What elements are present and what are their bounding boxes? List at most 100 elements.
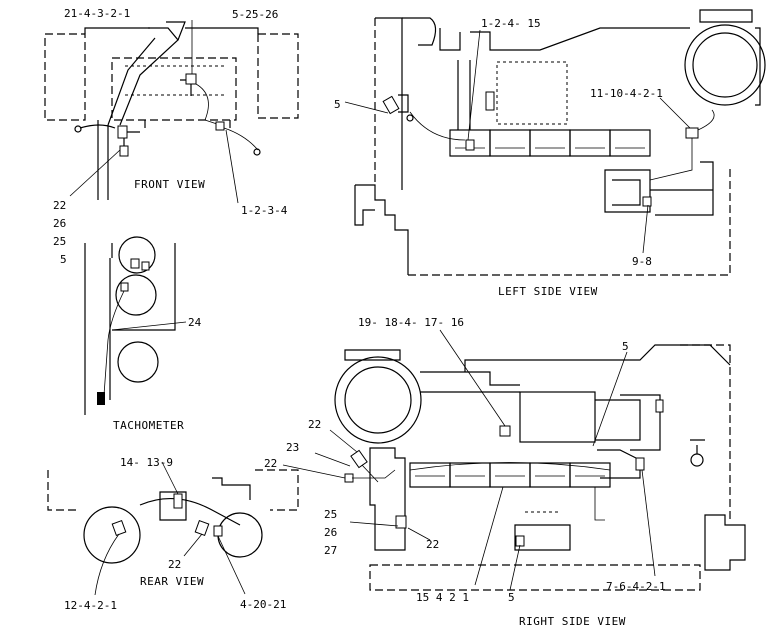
- tach-cable: [103, 290, 125, 396]
- right-cyl-1: [409, 462, 451, 488]
- right-callout-23: 23: [286, 441, 299, 454]
- rear-callout-14-13-9: 14- 13-9: [120, 456, 173, 469]
- leader-4-20-21: [217, 535, 246, 595]
- left-callout-1-2-4-15: 1-2-4- 15: [481, 17, 541, 30]
- right-starter: [514, 524, 571, 551]
- tach-sensor-b: [120, 282, 129, 292]
- rear-callout-22: 22: [168, 558, 181, 571]
- front-callout-1-2-3-4: 1-2-3-4: [241, 204, 288, 217]
- rear-view-title: REAR VIEW: [140, 575, 204, 588]
- front-connector-a: [117, 125, 128, 139]
- left-sensor-upper: [485, 91, 495, 111]
- front-engine-outline: [111, 57, 237, 121]
- front-callout-26: 26: [53, 217, 66, 230]
- rear-callout-4-20-21: 4-20-21: [240, 598, 286, 611]
- right-callout-7-6-4-2-1: 7-6-4-2-1: [606, 580, 666, 593]
- left-callout-5: 5: [334, 98, 341, 111]
- front-callout-5-25-26: 5-25-26: [232, 8, 278, 21]
- right-inner-block: [519, 391, 596, 443]
- left-turbo-outer: [684, 24, 766, 106]
- leader-22-front: [69, 149, 121, 197]
- leader-5-right: [592, 351, 628, 447]
- right-callout-26: 26: [324, 526, 337, 539]
- leader-19-18-4-17-16: [439, 329, 506, 427]
- left-sensor-11-10: [685, 127, 699, 139]
- front-connector-c: [215, 121, 225, 131]
- front-view-title: FRONT VIEW: [134, 178, 205, 191]
- left-cyl-3: [529, 129, 571, 157]
- front-sensor: [185, 73, 197, 85]
- right-sensor-25: [395, 515, 407, 529]
- right-sensor-19: [499, 425, 511, 437]
- front-pipe: [119, 27, 179, 126]
- left-filter: [604, 169, 651, 213]
- leader-5-left: [344, 101, 389, 114]
- right-side-view: 19- 18-4- 17- 16 5 22 23 22 25 26 27 22 …: [264, 316, 746, 628]
- right-cyl-2: [449, 462, 491, 488]
- leader-14-13-9: [161, 461, 179, 495]
- leader-22b: [282, 464, 346, 479]
- tach-gear-mid: [115, 274, 157, 316]
- left-cyl-5: [609, 129, 651, 157]
- leader-25-26-27: [349, 521, 399, 527]
- front-right-outline: [257, 33, 299, 119]
- front-callout-21-4-3-2-1: 21-4-3-2-1: [64, 7, 130, 20]
- front-top-edge: [84, 27, 150, 34]
- left-cyl-2: [489, 129, 531, 157]
- left-callout-9-8: 9-8: [632, 255, 652, 268]
- right-cyl-4: [529, 462, 571, 488]
- front-connector-b: [119, 145, 129, 157]
- right-callout-5-bottom: 5: [508, 591, 515, 604]
- right-callout-27: 27: [324, 544, 337, 557]
- left-inner-block: [496, 61, 568, 125]
- right-turbo-inner: [344, 366, 412, 434]
- right-callout-25: 25: [324, 508, 337, 521]
- front-callout-25: 25: [53, 235, 66, 248]
- left-side-view: 1-2-4- 15 5 11-10-4-2-1 9-8 LEFT SIDE VI…: [334, 9, 766, 298]
- leader-1-2-3-4: [225, 129, 239, 204]
- leader-22-low: [407, 527, 431, 541]
- leader-7-6-4-2-1: [641, 469, 656, 577]
- tach-plug: [97, 392, 105, 405]
- rear-sensor-a: [173, 493, 183, 509]
- rear-flywheel-left: [83, 506, 141, 564]
- right-callout-22a: 22: [308, 418, 321, 431]
- right-callout-22-low: 22: [426, 538, 439, 551]
- rear-callout-12-4-2-1: 12-4-2-1: [64, 599, 117, 612]
- right-sensor-22b: [344, 473, 354, 483]
- left-callout-11-10-4-2-1: 11-10-4-2-1: [590, 87, 663, 100]
- right-callout-15-4-2-1: 15 4 2 1: [416, 591, 469, 604]
- right-sensor-round: [690, 453, 704, 467]
- right-callout-22b: 22: [264, 457, 277, 470]
- left-side-view-title: LEFT SIDE VIEW: [498, 285, 598, 298]
- right-callout-19-18-4-17-16: 19- 18-4- 17- 16: [358, 316, 464, 329]
- right-callout-5-top: 5: [622, 340, 629, 353]
- right-front-housing: [369, 447, 406, 551]
- tach-callout-24: 24: [188, 316, 202, 329]
- tachometer-view: 24 TACHOMETER: [84, 236, 202, 432]
- front-left-outline: [44, 33, 86, 121]
- leader-23: [314, 452, 351, 467]
- front-callout-5: 5: [60, 253, 67, 266]
- left-cyl-4: [569, 129, 611, 157]
- leader-15-4-2-1: [474, 486, 504, 586]
- leader-1-2-4-15: [467, 29, 481, 141]
- right-turbo-outer: [334, 356, 422, 444]
- rear-sensor-c: [194, 520, 210, 536]
- leader-12-4-2-1: [94, 533, 120, 596]
- right-side-frame: [369, 344, 731, 591]
- rear-sensor-b: [111, 520, 127, 536]
- tach-sensor-a: [130, 258, 140, 269]
- leader-24: [111, 321, 187, 331]
- right-sensor-22a: [350, 449, 368, 469]
- leader-11-10-4-2-1: [659, 97, 691, 129]
- leader-9-8: [642, 204, 649, 254]
- right-cyl-3: [489, 462, 531, 488]
- leader-5-bottom: [509, 544, 521, 591]
- left-turbo-inner: [692, 32, 758, 98]
- tach-gear-low: [117, 341, 159, 383]
- tach-gear-top: [118, 236, 156, 274]
- tachometer-title: TACHOMETER: [113, 419, 184, 432]
- leader-22-rear: [183, 533, 203, 557]
